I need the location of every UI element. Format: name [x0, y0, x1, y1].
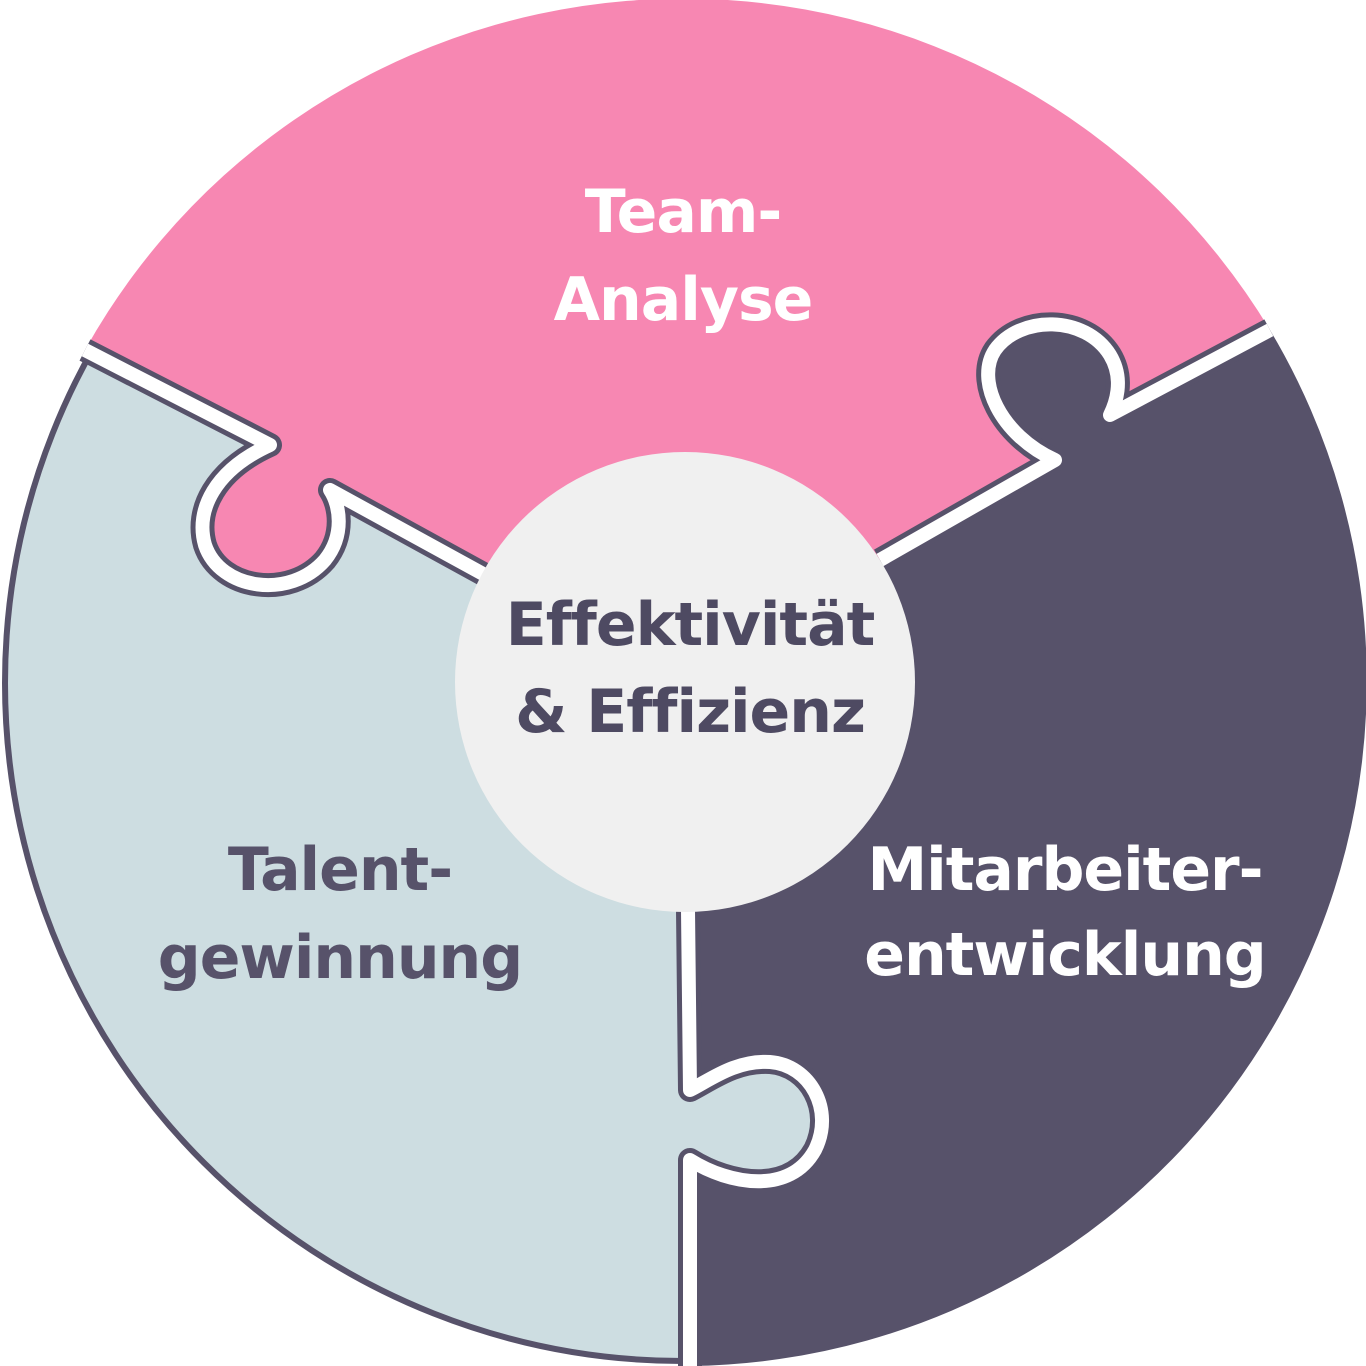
- center-label-line2: & Effizienz: [515, 677, 865, 747]
- talent-label-line1: Talent-: [228, 835, 452, 905]
- team-label-line1: Team-: [585, 177, 782, 247]
- team-label-line2: Analyse: [554, 265, 813, 335]
- seams: [79, 312, 1276, 1366]
- talent-label-line2: gewinnung: [158, 923, 522, 993]
- center-label-line1: Effektivität: [506, 590, 875, 660]
- employee-label-line1: Mitarbeiter-: [867, 835, 1262, 905]
- employee-label-line2: entwicklung: [864, 920, 1266, 990]
- center-circle: [455, 452, 915, 912]
